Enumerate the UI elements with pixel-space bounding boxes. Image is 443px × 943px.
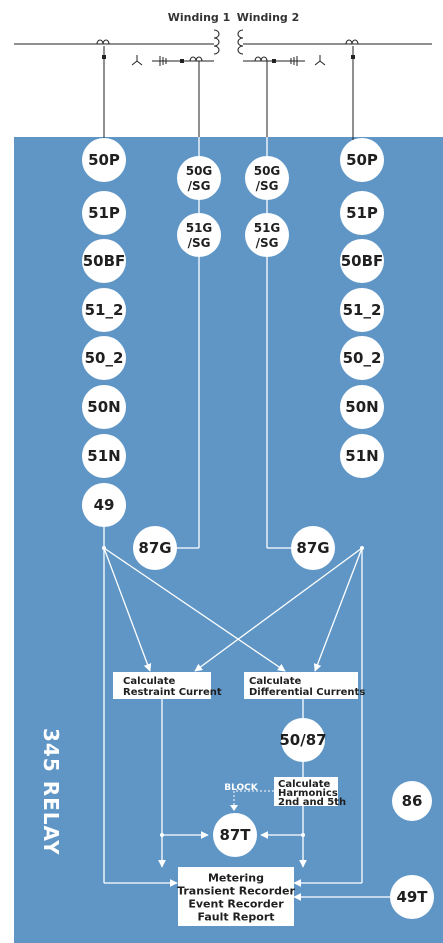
winding-1-label: Winding 1 <box>168 11 231 24</box>
svg-text:Calculate: Calculate <box>249 676 302 687</box>
node-50n-w1 <box>82 385 126 429</box>
svg-text:50P: 50P <box>346 151 378 169</box>
svg-text:/SG: /SG <box>188 179 211 193</box>
svg-text:Differential Currents: Differential Currents <box>249 687 365 698</box>
svg-text:Event Recorder: Event Recorder <box>188 898 284 911</box>
svg-text:Calculate: Calculate <box>278 779 331 790</box>
node-50-2-w2 <box>340 336 384 380</box>
svg-text:50N: 50N <box>345 398 378 416</box>
node-51p-w2 <box>340 191 384 235</box>
svg-text:Fault Report: Fault Report <box>197 911 274 924</box>
svg-text:51P: 51P <box>88 204 120 222</box>
w1-phase-functions: 50P 51P 50BF 51_2 50_2 50N 51N 49 <box>82 138 126 527</box>
svg-text:Harmonics: Harmonics <box>278 788 338 799</box>
node-51-2-w2 <box>340 288 384 332</box>
single-line-diagram <box>14 29 432 142</box>
harmonics-box: Calculate Harmonics 2nd and 5th <box>274 777 346 808</box>
node-51-2-w1 <box>82 288 126 332</box>
winding-2-label: Winding 2 <box>237 11 300 24</box>
svg-text:51_2: 51_2 <box>343 301 382 319</box>
w2-ground-functions: 50G /SG 51G /SG 87G <box>245 156 335 570</box>
svg-text:50BF: 50BF <box>83 252 126 270</box>
svg-text:51_2: 51_2 <box>85 301 124 319</box>
svg-text:50G: 50G <box>186 164 213 178</box>
svg-text:Transient Recorder: Transient Recorder <box>177 885 295 898</box>
node-50p-w1 <box>82 138 126 182</box>
node-50bf-w1 <box>82 239 126 283</box>
node-87t <box>213 813 257 857</box>
node-87g-w1 <box>133 526 177 570</box>
svg-text:87G: 87G <box>296 539 329 557</box>
svg-text:50P: 50P <box>88 151 120 169</box>
w2-phase-functions: 50P 51P 50BF 51_2 50_2 50N 51N <box>340 138 384 478</box>
svg-text:51P: 51P <box>346 204 378 222</box>
node-50-2-w1 <box>82 336 126 380</box>
node-50g-sg-w2 <box>245 156 289 200</box>
node-86 <box>392 781 432 821</box>
block-label: BLOCK <box>224 783 259 793</box>
svg-text:Restraint Current: Restraint Current <box>123 687 222 698</box>
node-51g-sg-w2 <box>245 213 289 257</box>
svg-text:/SG: /SG <box>256 236 279 250</box>
svg-text:86: 86 <box>402 792 423 810</box>
svg-text:50/87: 50/87 <box>279 731 326 749</box>
svg-text:/SG: /SG <box>256 179 279 193</box>
svg-text:49T: 49T <box>396 888 428 906</box>
restraint-box: Calculate Restraint Current <box>113 672 222 699</box>
w1-ground-functions: 50G /SG 51G /SG 87G <box>133 156 221 570</box>
svg-text:51N: 51N <box>87 447 120 465</box>
node-51g-sg-w1 <box>177 213 221 257</box>
differential-box: Calculate Differential Currents <box>244 672 365 699</box>
node-50n-w2 <box>340 385 384 429</box>
svg-text:50G: 50G <box>254 164 281 178</box>
svg-text:51G: 51G <box>254 221 281 235</box>
relay-label: 345 RELAY <box>39 728 63 856</box>
svg-text:50BF: 50BF <box>341 252 384 270</box>
metering-box: Metering Transient Recorder Event Record… <box>177 867 296 926</box>
svg-text:/SG: /SG <box>188 236 211 250</box>
node-51n-w1 <box>82 434 126 478</box>
node-49-w1 <box>82 483 126 527</box>
node-87g-w2 <box>291 526 335 570</box>
svg-text:51G: 51G <box>186 221 213 235</box>
node-50bf-w2 <box>340 239 384 283</box>
svg-text:51N: 51N <box>345 447 378 465</box>
svg-text:2nd and 5th: 2nd and 5th <box>278 797 346 808</box>
svg-text:50_2: 50_2 <box>85 349 124 367</box>
svg-text:87T: 87T <box>219 826 251 844</box>
svg-text:Metering: Metering <box>208 872 264 885</box>
node-51n-w2 <box>340 434 384 478</box>
svg-text:49: 49 <box>94 496 115 514</box>
node-50g-sg-w1 <box>177 156 221 200</box>
svg-text:50N: 50N <box>87 398 120 416</box>
node-50-87 <box>281 718 325 762</box>
svg-text:87G: 87G <box>138 539 171 557</box>
node-51p-w1 <box>82 191 126 235</box>
relay-wiring <box>103 137 390 901</box>
node-50p-w2 <box>340 138 384 182</box>
svg-text:Calculate: Calculate <box>123 676 176 687</box>
svg-text:50_2: 50_2 <box>343 349 382 367</box>
node-49t <box>390 875 434 919</box>
